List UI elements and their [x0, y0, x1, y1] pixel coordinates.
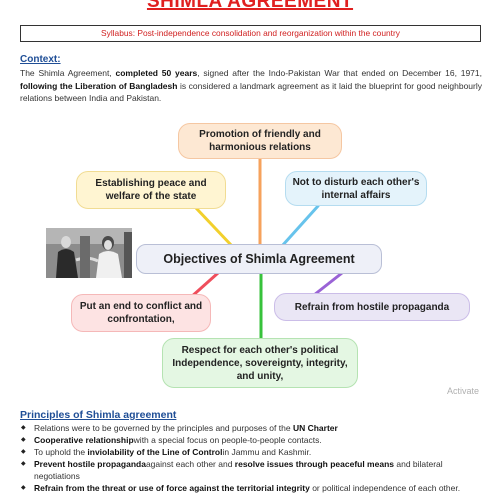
list-item: To uphold the inviolability of the Line …	[20, 446, 484, 458]
principle-1-text-a: Relations were to be governed by the pri…	[34, 423, 293, 433]
context-bold-2: following the Liberation of Bangladesh	[20, 80, 178, 91]
principle-5-text-c: or political independence of each other.	[309, 483, 461, 493]
connector-top-right	[280, 204, 320, 248]
principle-2-bold: Cooperative relationship	[34, 435, 134, 445]
mindmap-node-internal-affairs: Not to disturb each other's internal aff…	[285, 171, 427, 206]
list-item: Prevent hostile propagandaagainst each o…	[20, 458, 484, 482]
principles-list: Relations were to be governed by the pri…	[20, 422, 484, 494]
list-item: Relations were to be governed by the pri…	[20, 422, 484, 434]
context-paragraph: The Shimla Agreement, completed 50 years…	[20, 67, 482, 105]
mindmap-node-respect-sovereignty: Respect for each other's political Indep…	[162, 338, 358, 388]
mindmap-node-friendly-relations: Promotion of friendly and harmonious rel…	[178, 123, 342, 159]
handshake-photo-icon	[46, 228, 132, 278]
connector-top-left	[194, 206, 234, 248]
mindmap-node-end-conflict: Put an end to conflict and confrontation…	[71, 294, 211, 332]
principles-heading: Principles of Shimla agreement	[20, 409, 177, 421]
list-item: Refrain from the threat or use of force …	[20, 482, 484, 494]
principle-2-text-c: with a special focus on people-to-people…	[133, 435, 322, 445]
principle-3-text-c: in Jammu and Kashmir.	[222, 447, 312, 457]
principle-4-text-c: against each other and	[145, 459, 235, 469]
mindmap-node-hostile-propaganda: Refrain from hostile propaganda	[274, 293, 470, 321]
principle-5-bold: Refrain from the threat or use of force …	[34, 483, 310, 493]
page-title: SHIMLA AGREEMENT	[146, 0, 354, 12]
principle-1-bold: UN Charter	[292, 423, 338, 433]
connector-bottom-left	[188, 271, 220, 300]
context-text-1: The Shimla Agreement,	[20, 68, 116, 78]
principle-3-bold: inviolability of the Line of Control	[87, 447, 223, 457]
context-heading: Context:	[20, 54, 61, 65]
mindmap-center-node: Objectives of Shimla Agreement	[136, 244, 382, 274]
activate-watermark: Activate	[447, 386, 480, 396]
principle-4-bold-2: resolve issues through peaceful means	[234, 459, 394, 469]
list-item: Cooperative relationshipwith a special f…	[20, 434, 484, 446]
syllabus-box: Syllabus: Post-independence consolidatio…	[20, 25, 481, 42]
principle-4-text-e: and bilateral negotiations	[34, 459, 443, 481]
mindmap-node-peace-welfare: Establishing peace and welfare of the st…	[76, 171, 226, 209]
context-text-2: , signed after the Indo-Pakistan War tha…	[197, 68, 482, 78]
principle-4-bold-1: Prevent hostile propaganda	[34, 459, 146, 469]
historical-photo	[46, 228, 132, 278]
context-text-3: is considered a landmark agreement as it…	[20, 80, 483, 104]
principle-3-text-a: To uphold the	[34, 447, 88, 457]
context-bold-1: completed 50 years	[115, 68, 198, 78]
